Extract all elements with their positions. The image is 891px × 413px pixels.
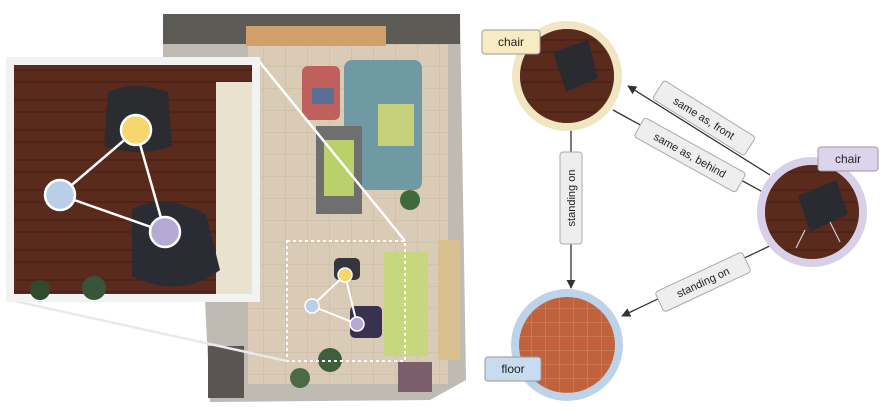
room-armchair-seat xyxy=(312,88,334,104)
room-node-floor xyxy=(304,298,320,314)
inset-node-chair-side xyxy=(148,215,182,249)
graph-node-chair-leg xyxy=(829,221,841,243)
graph-node-chair-shape xyxy=(798,180,848,232)
edge-label-box xyxy=(559,151,583,245)
graph-tag-chair-top: chair xyxy=(481,29,541,55)
graph-tag-chair-right: chair xyxy=(817,146,879,172)
graph-node-image xyxy=(519,297,615,393)
room-node-chair-top xyxy=(337,267,353,283)
room-bottom-block xyxy=(208,346,244,398)
room-right-shelf xyxy=(438,240,460,360)
graph-node-chair-shape xyxy=(553,40,598,92)
inset-graph-edge xyxy=(59,193,166,234)
inset-node-floor xyxy=(43,178,77,212)
inset-graph-edge xyxy=(59,129,137,196)
graph-tag-label: chair xyxy=(498,35,524,49)
room-node-chair-side xyxy=(349,316,365,332)
inset-graph-edge xyxy=(134,129,167,233)
zoom-inset-table xyxy=(216,82,252,294)
inset-node-chair-top xyxy=(119,113,153,147)
graph-tag-label: floor xyxy=(501,362,524,376)
room-sofa-cushion xyxy=(378,104,414,146)
zoom-connector-bottom xyxy=(9,298,288,363)
room-plant xyxy=(290,368,310,388)
graph-tag-box xyxy=(817,146,879,172)
graph-node-chair-leg xyxy=(795,229,806,249)
room-graph-edge xyxy=(311,305,358,325)
scene-graph: chair chair floor same as, front same as… xyxy=(481,21,879,401)
graph-tag-box xyxy=(481,29,541,55)
room-plant xyxy=(400,190,420,210)
edge-label-e4: standing on xyxy=(655,252,751,312)
edge-label-e3: standing on xyxy=(559,151,583,245)
zoom-inset xyxy=(6,57,260,302)
room-shelf xyxy=(246,26,386,46)
graph-tag-floor: floor xyxy=(484,356,542,382)
edge-label-box xyxy=(634,117,746,193)
graph-node-floor xyxy=(511,289,623,401)
edge-line-e1 xyxy=(627,85,771,176)
edge-label-box xyxy=(655,252,751,312)
zoom-connector-top xyxy=(257,59,406,242)
zoom-inset-plant xyxy=(82,276,106,300)
graph-tag-label: chair xyxy=(835,152,861,166)
selection-box xyxy=(286,240,406,362)
graph-tag-box xyxy=(484,356,542,382)
graph-node-chair-right xyxy=(757,157,867,267)
zoom-inset-plant xyxy=(30,280,50,300)
room-graph-edge xyxy=(344,274,358,325)
edge-label-text: standing on xyxy=(566,170,578,227)
room-bottom-right xyxy=(398,362,432,392)
edge-label-box xyxy=(653,80,755,156)
